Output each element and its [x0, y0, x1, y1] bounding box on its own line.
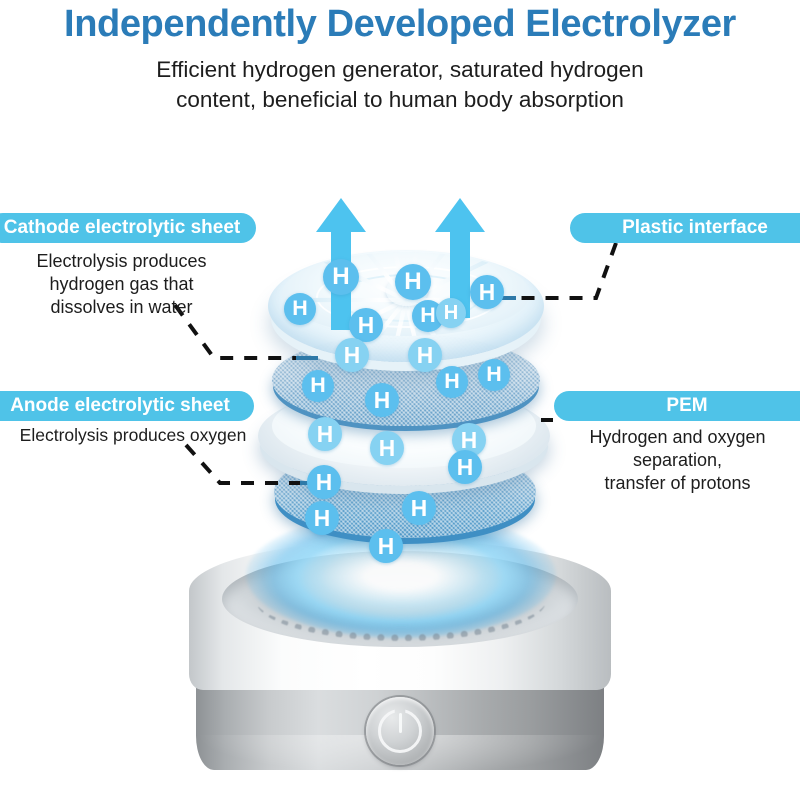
- hydrogen-bubble: H: [470, 275, 504, 309]
- gas-arrow-right: [435, 198, 485, 318]
- hydrogen-bubble: H: [307, 465, 341, 499]
- description-anode-line-1: Electrolysis produces oxygen: [19, 425, 247, 445]
- power-icon-bar: [399, 713, 402, 733]
- hydrogen-bubble: H: [402, 491, 436, 525]
- hydrogen-bubble: H: [349, 308, 383, 342]
- page-subtitle: Efficient hydrogen generator, saturated …: [80, 55, 720, 115]
- connector-anode: [184, 443, 300, 485]
- hydrogen-bubble: H: [395, 264, 431, 300]
- description-cathode: Electrolysis produces hydrogen gas that …: [14, 250, 229, 319]
- hydrogen-bubble: H: [408, 338, 442, 372]
- description-cathode-line-3: dissolves in water: [50, 297, 193, 317]
- page-title: Independently Developed Electrolyzer: [64, 3, 736, 45]
- subtitle-line-2: content, beneficial to human body absorp…: [176, 87, 624, 112]
- power-button[interactable]: [366, 697, 434, 765]
- description-cathode-line-2: hydrogen gas that: [49, 274, 194, 294]
- description-cathode-line-1: Electrolysis produces: [36, 251, 207, 271]
- connector-plastic: [516, 242, 618, 300]
- hydrogen-bubble: H: [284, 293, 316, 325]
- connector-cathode: [173, 303, 296, 360]
- description-pem-line-3: transfer of protons: [604, 473, 751, 493]
- hydrogen-bubble: H: [370, 431, 404, 465]
- hydrogen-bubble: H: [448, 450, 482, 484]
- description-anode: Electrolysis produces oxygen: [8, 424, 258, 447]
- badge-anode-electrolytic-sheet[interactable]: Anode electrolytic sheet: [0, 391, 254, 421]
- hydrogen-bubble: H: [335, 338, 369, 372]
- description-pem-line-2: separation,: [632, 450, 723, 470]
- badge-pem[interactable]: PEM: [554, 391, 800, 421]
- description-pem: Hydrogen and oxygen separation, transfer…: [565, 426, 790, 495]
- hydrogen-bubble: H: [478, 359, 510, 391]
- badge-plastic-interface[interactable]: Plastic interface: [570, 213, 800, 243]
- description-pem-line-1: Hydrogen and oxygen: [589, 427, 766, 447]
- hydrogen-bubble: H: [302, 370, 334, 402]
- subtitle-line-1: Efficient hydrogen generator, saturated …: [156, 57, 644, 82]
- hydrogen-bubble: H: [436, 298, 466, 328]
- hydrogen-bubble: H: [308, 417, 342, 451]
- hydrogen-bubble: H: [436, 366, 468, 398]
- hydrogen-bubble: H: [365, 383, 399, 417]
- hydrogen-bubble: H: [305, 501, 339, 535]
- hydrogen-bubble: H: [323, 259, 359, 295]
- badge-cathode-electrolytic-sheet[interactable]: Cathode electrolytic sheet: [0, 213, 256, 243]
- basin-perforation-dots: [256, 560, 546, 641]
- hydrogen-bubble: H: [369, 529, 403, 563]
